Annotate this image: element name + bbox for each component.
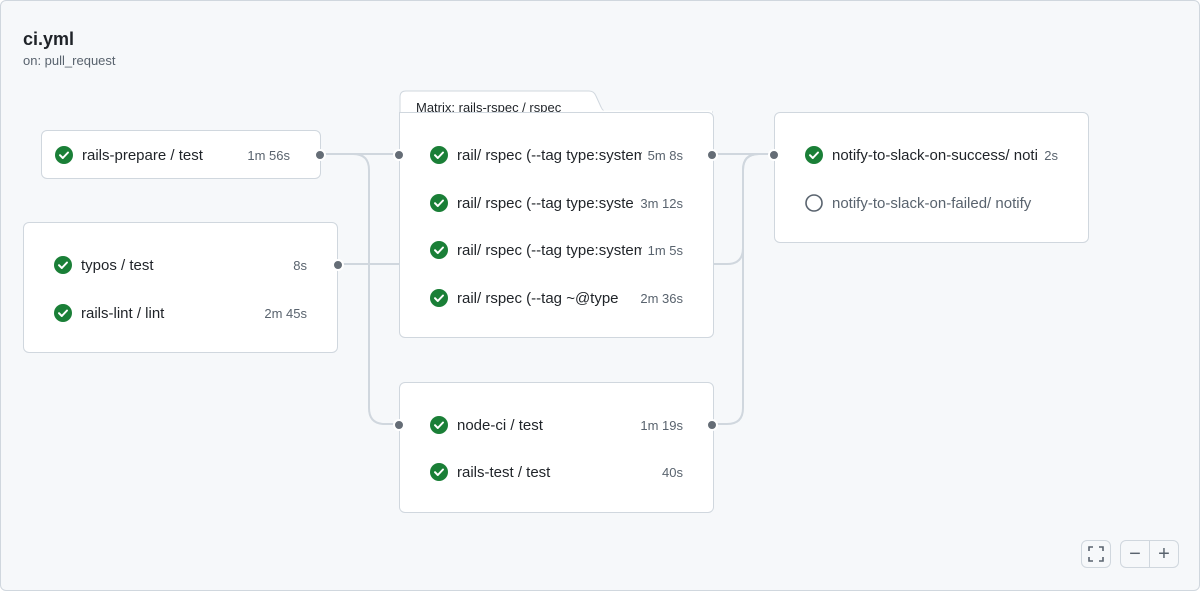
- edge-prepare-nodeci: [319, 153, 399, 425]
- job-name: typos / test: [81, 256, 154, 274]
- job-name: rail/ rspec (--tag type:system: [457, 241, 642, 259]
- job-name: rails-prepare / test: [82, 146, 203, 164]
- job-name: rail/ rspec (--tag type:system: [457, 146, 642, 164]
- job-name: rail/ rspec (--tag type:system: [457, 194, 635, 212]
- job-name: notify-to-slack-on-success/ notify: [832, 146, 1039, 164]
- job-name: rail/ rspec (--tag ~@type: [457, 289, 619, 307]
- plus-icon: +: [1158, 542, 1170, 565]
- job-duration: 1m 56s: [247, 147, 290, 163]
- input-port[interactable]: [393, 149, 405, 161]
- check-circle-icon: [54, 256, 72, 274]
- job-row[interactable]: rail/ rspec (--tag type:system 1m 5s: [400, 238, 713, 262]
- job-row[interactable]: rail/ rspec (--tag type:system 3m 12s: [400, 191, 713, 215]
- job-group-notify: notify-to-slack-on-success/ notify 2s no…: [768, 112, 1089, 243]
- minus-icon: −: [1129, 542, 1141, 565]
- check-circle-icon: [430, 194, 448, 212]
- job-group-lint: typos / test 8s rails-lint / lint 2m 45s: [23, 222, 344, 353]
- job-row[interactable]: node-ci / test 1m 19s: [400, 413, 713, 437]
- job-duration: 40s: [662, 464, 683, 480]
- job-duration: 5m 8s: [647, 147, 683, 163]
- job-duration: 8s: [293, 257, 307, 273]
- job-name: node-ci / test: [457, 416, 543, 434]
- job-duration: 1m 19s: [640, 417, 683, 433]
- job-duration: 3m 12s: [640, 195, 683, 211]
- check-circle-icon: [54, 304, 72, 322]
- output-port[interactable]: [706, 149, 718, 161]
- job-name: rails-test / test: [457, 463, 551, 481]
- output-port[interactable]: [332, 259, 344, 271]
- zoom-out-button[interactable]: −: [1120, 540, 1150, 568]
- job-name: notify-to-slack-on-failed/ notify: [832, 194, 1032, 212]
- job-row[interactable]: notify-to-slack-on-failed/ notify: [775, 191, 1088, 215]
- zoom-in-button[interactable]: +: [1149, 540, 1179, 568]
- job-row[interactable]: rails-lint / lint 2m 45s: [24, 301, 337, 325]
- job-duration: 2s: [1044, 147, 1058, 163]
- check-circle-icon: [805, 146, 823, 164]
- pending-circle-icon: [805, 194, 823, 212]
- job-duration: 1m 5s: [647, 242, 683, 258]
- job-row[interactable]: rail/ rspec (--tag type:system 5m 8s: [400, 143, 713, 167]
- job-row[interactable]: notify-to-slack-on-success/ notify 2s: [775, 143, 1088, 167]
- output-port[interactable]: [314, 149, 326, 161]
- edge-lines: [319, 153, 773, 425]
- input-port[interactable]: [768, 149, 780, 161]
- check-circle-icon: [430, 416, 448, 434]
- check-circle-icon: [430, 463, 448, 481]
- job-group-node-ci: node-ci / test 1m 19s rails-test / test …: [393, 382, 718, 513]
- matrix-label: Matrix: rails-rspec / rspec: [416, 100, 562, 115]
- job-group-prepare: rails-prepare / test 1m 56s: [41, 130, 326, 179]
- job-row[interactable]: rails-test / test 40s: [400, 460, 713, 484]
- job-row[interactable]: rail/ rspec (--tag ~@type 2m 36s: [400, 286, 713, 310]
- fullscreen-icon: [1088, 546, 1104, 562]
- fullscreen-button[interactable]: [1081, 540, 1111, 568]
- check-circle-icon: [430, 241, 448, 259]
- output-port[interactable]: [706, 419, 718, 431]
- workflow-title: ci.yml: [23, 29, 75, 49]
- job-duration: 2m 45s: [264, 305, 307, 321]
- check-circle-icon: [430, 289, 448, 307]
- edge-nodeci-notify: [713, 153, 773, 425]
- input-port[interactable]: [393, 419, 405, 431]
- job-duration: 2m 36s: [640, 290, 683, 306]
- check-circle-icon: [430, 146, 448, 164]
- job-row[interactable]: typos / test 8s: [24, 253, 337, 277]
- check-circle-icon: [55, 146, 73, 164]
- job-row[interactable]: rails-prepare / test 1m 56s: [42, 143, 320, 167]
- job-group-rspec-matrix: rail/ rspec (--tag type:system 5m 8s rai…: [393, 112, 718, 338]
- job-name: rails-lint / lint: [81, 304, 165, 322]
- workflow-trigger: on: pull_request: [23, 53, 116, 68]
